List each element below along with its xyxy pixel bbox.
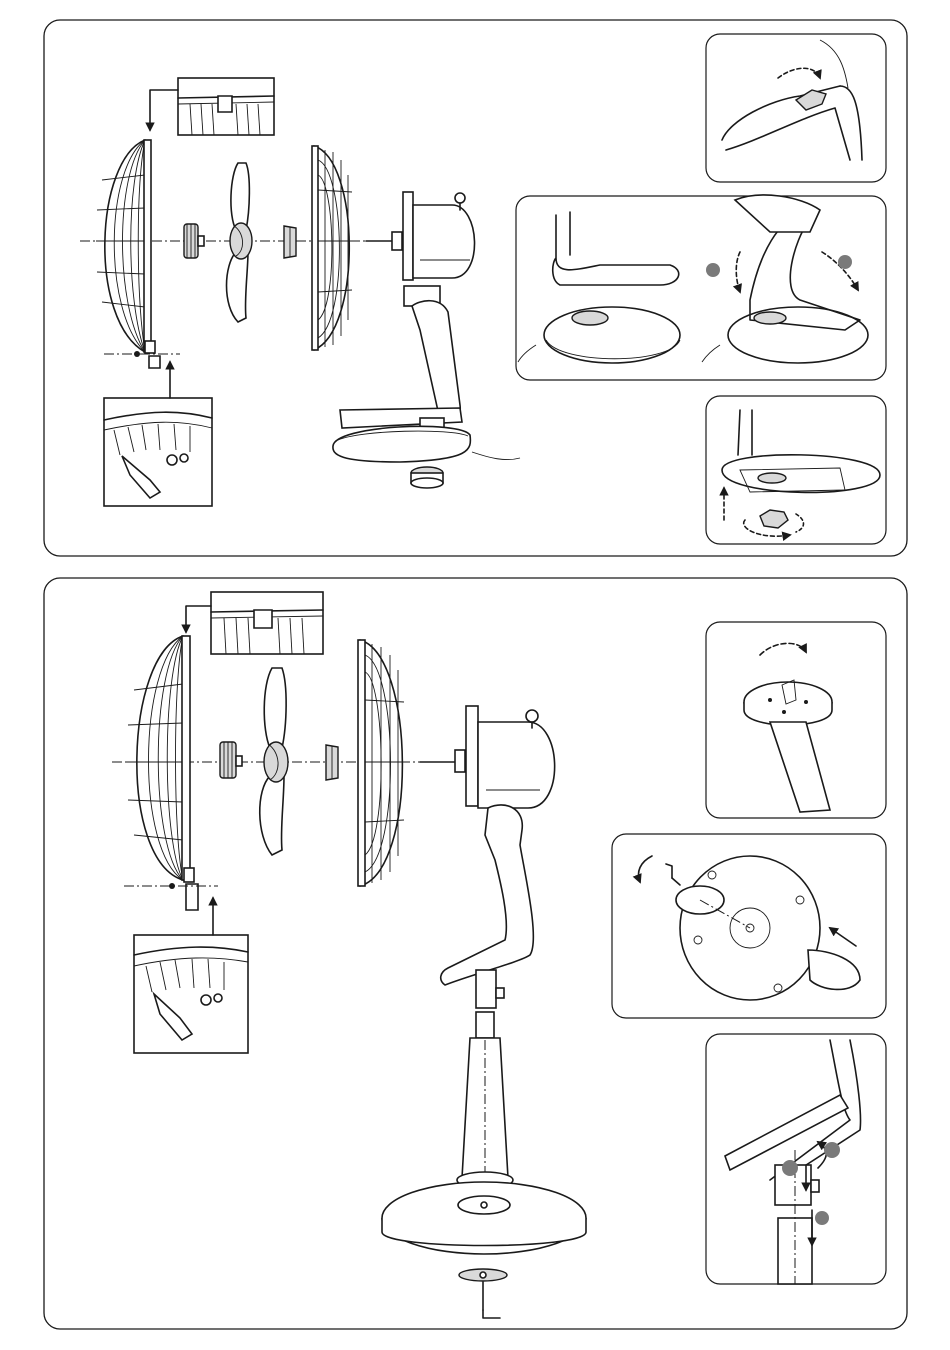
step-marker-1 xyxy=(824,1142,840,1158)
base-nut xyxy=(411,467,443,488)
step-fold-stand xyxy=(516,195,886,380)
step-rotate-plate xyxy=(706,622,886,818)
step-attach-neck xyxy=(706,1034,886,1284)
step-tighten-knob xyxy=(706,34,886,182)
round-base xyxy=(382,1182,586,1254)
section-table-fan xyxy=(44,20,907,556)
motor-head xyxy=(478,722,555,808)
section-pedestal-fan xyxy=(44,578,907,1329)
grille-nut xyxy=(284,226,296,258)
step-marker-2 xyxy=(838,255,852,269)
step-screw-plate xyxy=(612,834,886,1018)
motor-head xyxy=(413,205,475,278)
step-marker-3 xyxy=(815,1211,829,1225)
step-marker-1 xyxy=(706,263,720,277)
step-fix-base-nut xyxy=(706,396,886,544)
step-marker-2 xyxy=(782,1160,798,1176)
grille-nut xyxy=(326,745,338,780)
